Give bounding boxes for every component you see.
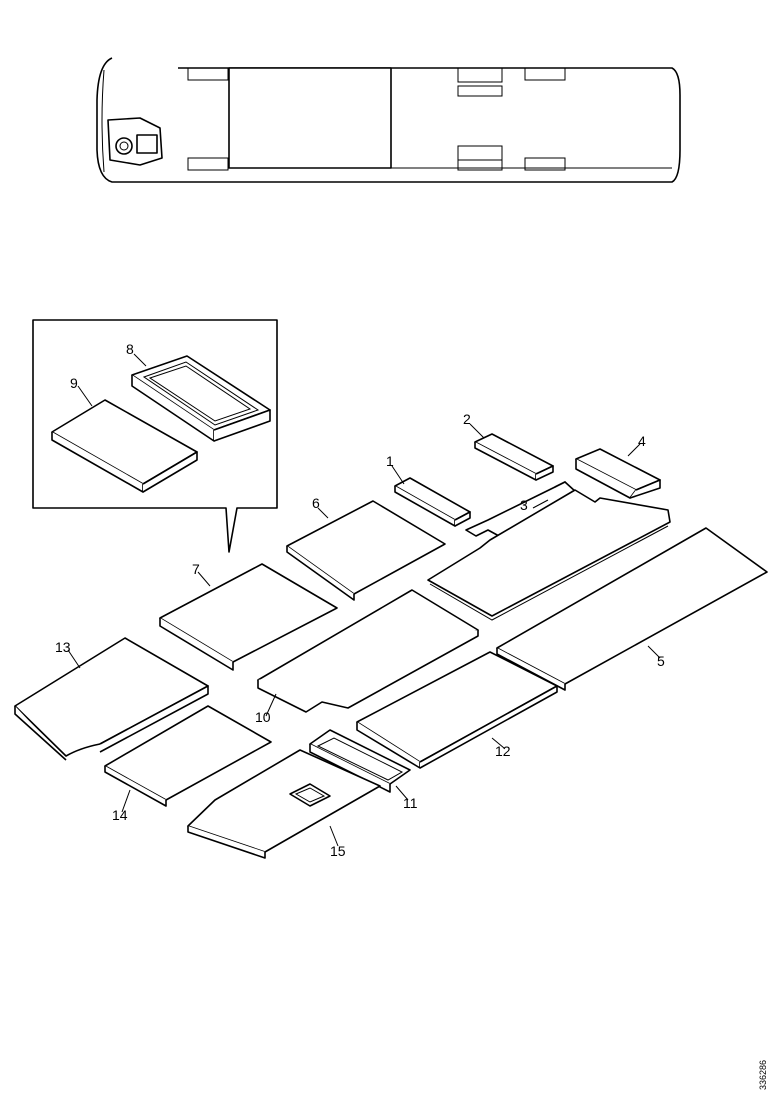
label-13: 13 [55, 639, 71, 655]
part-10 [257, 589, 479, 713]
part-9 [51, 399, 198, 493]
label-2: 2 [463, 411, 471, 427]
bus-top-view [96, 57, 681, 183]
label-1: 1 [386, 453, 394, 469]
driver-seat-icon [107, 117, 163, 166]
part-12 [356, 651, 558, 769]
wheel-arch-front-top [187, 67, 229, 81]
label-14: 14 [112, 807, 128, 823]
part-2 [474, 433, 554, 481]
label-10: 10 [255, 709, 271, 725]
part-1 [394, 477, 471, 527]
part-15 [187, 749, 381, 859]
wheel-arch-mid-top-2 [457, 85, 503, 97]
wheel-arch-front-bottom [187, 157, 229, 171]
leader-lines [67, 353, 661, 847]
label-6: 6 [312, 495, 320, 511]
part-7 [159, 563, 338, 671]
bus-section-floor [228, 67, 392, 169]
part-big-upper [427, 489, 671, 621]
part-8 [131, 355, 271, 442]
label-3: 3 [520, 497, 528, 513]
label-12: 12 [495, 743, 511, 759]
part-6 [286, 500, 446, 601]
part-labels: 1 2 3 4 5 6 7 8 9 10 11 12 13 14 15 [55, 341, 665, 859]
label-8: 8 [126, 341, 134, 357]
label-5: 5 [657, 653, 665, 669]
part-11 [309, 729, 411, 793]
document-id: 336286 [758, 1060, 768, 1090]
wheel-arch-mid-top [457, 67, 503, 83]
wheel-arch-mid-bottom-2 [457, 159, 503, 171]
bus-front-curve [101, 69, 105, 173]
label-11: 11 [403, 795, 418, 811]
inset-detail [32, 319, 278, 553]
wheel-arch-rear-bottom [524, 157, 566, 171]
part-13 [14, 637, 209, 761]
part-4 [575, 448, 661, 499]
label-7: 7 [192, 561, 200, 577]
part-5 [496, 527, 768, 691]
label-4: 4 [638, 433, 646, 449]
part-14 [104, 705, 272, 807]
label-15: 15 [330, 843, 346, 859]
label-9: 9 [70, 375, 78, 391]
wheel-arch-rear-top [524, 67, 566, 81]
part-3 [465, 481, 581, 543]
